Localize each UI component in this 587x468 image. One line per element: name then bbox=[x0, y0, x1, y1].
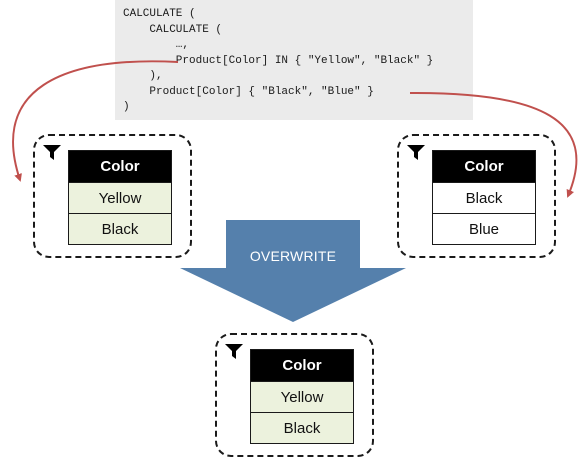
code-line: Product[Color] IN { "Yellow", "Black" } bbox=[123, 54, 434, 67]
table-header: Color bbox=[251, 350, 353, 381]
table-row: Yellow bbox=[69, 182, 171, 213]
overwrite-arrow-shape bbox=[180, 220, 406, 322]
result-filter-frame: Color Yellow Black bbox=[215, 333, 374, 457]
code-line: …, bbox=[123, 39, 190, 51]
table-row: Black bbox=[251, 412, 353, 443]
code-line: CALCULATE ( bbox=[123, 8, 196, 20]
funnel-icon bbox=[407, 145, 425, 160]
table-row: Blue bbox=[433, 213, 535, 244]
code-line: CALCULATE ( bbox=[123, 23, 223, 36]
table-header: Color bbox=[433, 151, 535, 182]
right-filter-frame: Color Black Blue bbox=[397, 134, 556, 258]
left-filter-arrow bbox=[12, 60, 179, 182]
table-row: Yellow bbox=[251, 381, 353, 412]
table-header: Color bbox=[69, 151, 171, 182]
table-row: Black bbox=[69, 213, 171, 244]
left-filter-table: Color Yellow Black bbox=[68, 150, 172, 245]
code-line: Product[Color] { "Black", "Blue" } bbox=[123, 85, 374, 98]
overwrite-label: OVERWRITE bbox=[249, 248, 337, 264]
code-line: ), bbox=[123, 70, 163, 82]
table-row: Black bbox=[433, 182, 535, 213]
funnel-icon bbox=[43, 145, 61, 160]
code-line: ) bbox=[123, 101, 130, 113]
left-filter-frame: Color Yellow Black bbox=[33, 134, 192, 258]
result-filter-table: Color Yellow Black bbox=[250, 349, 354, 444]
right-filter-table: Color Black Blue bbox=[432, 150, 536, 245]
right-filter-arrow bbox=[409, 91, 578, 198]
dax-code-block: CALCULATE ( CALCULATE ( …, Product[Color… bbox=[115, 0, 473, 120]
funnel-icon bbox=[225, 344, 243, 359]
